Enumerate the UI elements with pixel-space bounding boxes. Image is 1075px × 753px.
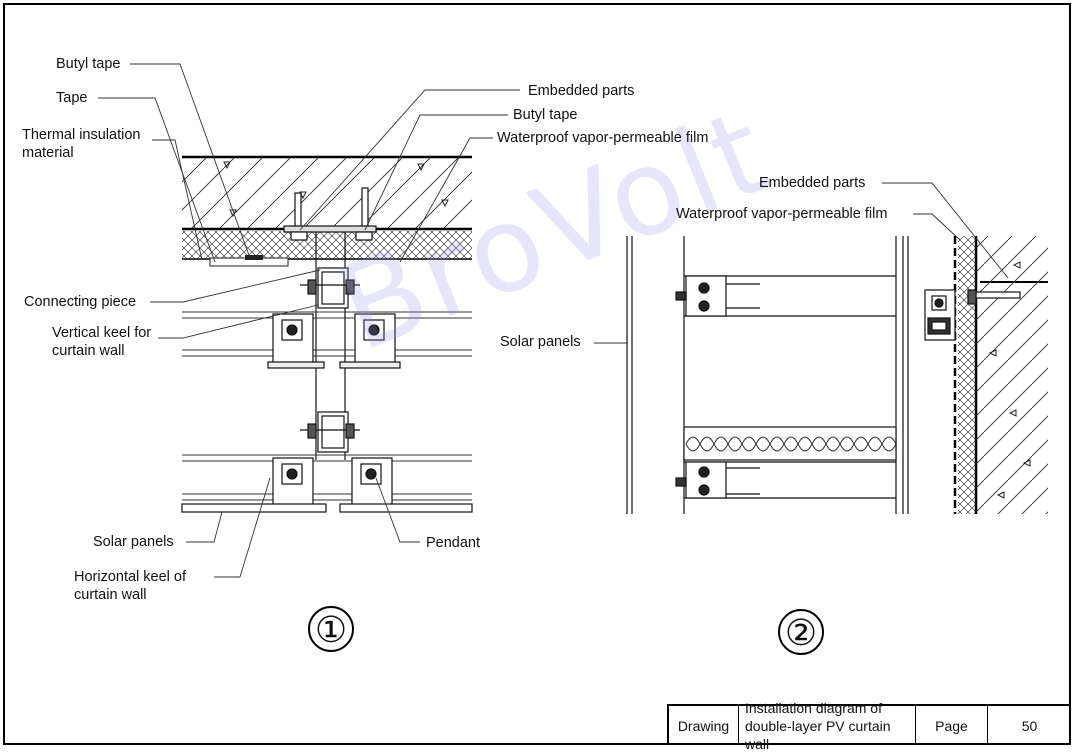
label-solar-panels: Solar panels bbox=[93, 534, 174, 550]
title-block-page-label: Page bbox=[916, 706, 988, 745]
label-horizontal-keel: Horizontal keel of curtain wall bbox=[74, 569, 187, 603]
label-connecting-piece: Connecting piece bbox=[24, 294, 137, 310]
title-block: Drawing Installation diagram of double-l… bbox=[667, 700, 1071, 752]
diagram-2 bbox=[594, 182, 1048, 514]
label-vertical-keel: Vertical keel for curtain wall bbox=[52, 325, 152, 359]
title-block-title: Installation diagram of double-layer PV … bbox=[739, 700, 916, 752]
label-waterproof-film-2: Waterproof vapor-permeable film bbox=[676, 206, 888, 222]
title-block-page-number: 50 bbox=[1021, 717, 1038, 734]
label-embedded-parts-2: Embedded parts bbox=[759, 175, 866, 191]
label-butyl-tape-2: Butyl tape bbox=[513, 107, 578, 123]
label-butyl-tape: Butyl tape bbox=[56, 56, 121, 72]
concrete-wall bbox=[976, 236, 1048, 514]
diagram-number-1: ① bbox=[308, 606, 354, 652]
diagram-number-2: ② bbox=[778, 609, 824, 655]
diagram-1 bbox=[98, 63, 520, 578]
drawing-frame bbox=[3, 3, 1071, 745]
title-block-drawing-label: Drawing bbox=[669, 706, 739, 745]
concrete-slab bbox=[182, 157, 472, 229]
insulation-layer bbox=[182, 231, 472, 259]
label-solar-panels-2: Solar panels bbox=[500, 334, 581, 350]
label-thermal-insulation: Thermal insulation material bbox=[22, 127, 141, 161]
label-tape: Tape bbox=[56, 90, 88, 106]
label-waterproof-film: Waterproof vapor-permeable film bbox=[497, 130, 709, 146]
label-embedded-parts: Embedded parts bbox=[528, 83, 635, 99]
label-pendant: Pendant bbox=[426, 535, 481, 551]
